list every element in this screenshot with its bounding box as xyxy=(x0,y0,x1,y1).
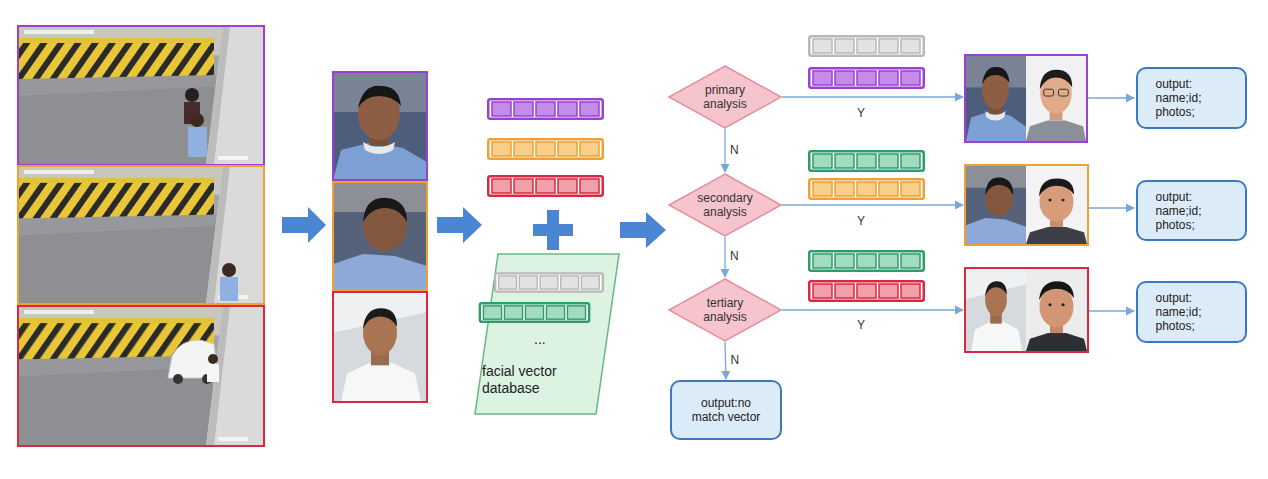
diamond-shape xyxy=(669,66,781,128)
decision-diamond: tertiary analysis xyxy=(668,278,782,342)
branch-label: N xyxy=(730,249,739,263)
database-label: ... xyxy=(534,331,574,348)
flow-arrow xyxy=(437,207,482,243)
output-text: output: name;id; photos; xyxy=(1156,291,1228,333)
flow-connector xyxy=(724,129,725,172)
branch-label: Y xyxy=(857,214,865,228)
diamond-shape xyxy=(669,174,781,236)
plus-bar xyxy=(533,224,573,236)
person-figure xyxy=(208,354,218,364)
face-crop xyxy=(333,182,427,290)
car-wheel xyxy=(173,374,183,384)
output-line xyxy=(1088,97,1134,98)
output-line xyxy=(1089,207,1134,208)
output-text: output: name;id; photos; xyxy=(1156,77,1228,119)
plus-bar xyxy=(547,210,559,250)
person-figure xyxy=(207,364,219,382)
output-text: output: name;id; photos; xyxy=(1156,190,1228,232)
face-crop xyxy=(966,56,1026,141)
feature-vector xyxy=(488,99,603,119)
feature-vector xyxy=(809,151,924,171)
face-crop xyxy=(333,72,427,180)
decision-label: secondary analysis xyxy=(693,191,757,219)
output-box: output: name;id; photos; xyxy=(1136,180,1247,241)
branch-label: N xyxy=(731,353,740,367)
crop-border xyxy=(333,292,427,402)
feature-vector xyxy=(495,273,603,291)
output-box: output: name;id; photos; xyxy=(1136,281,1247,343)
plus-symbol xyxy=(533,210,573,250)
camera-frame xyxy=(18,26,264,165)
match-line xyxy=(782,309,963,310)
parallelogram-shape xyxy=(475,254,619,414)
decision-diamond: secondary analysis xyxy=(668,173,782,237)
person-figure xyxy=(222,263,236,277)
camera-scene xyxy=(18,166,264,304)
frame-border xyxy=(18,26,264,165)
feature-vector xyxy=(809,281,924,301)
match-line xyxy=(782,204,963,205)
car-shape xyxy=(168,340,218,378)
feature-vector xyxy=(488,176,603,196)
pair-border xyxy=(965,55,1087,142)
feature-vector xyxy=(809,179,924,199)
decision-label: tertiary analysis xyxy=(693,296,757,324)
person-figure xyxy=(220,277,238,301)
person-figure xyxy=(185,88,199,102)
person-figure xyxy=(184,102,200,124)
person-figure xyxy=(188,127,207,157)
match-line xyxy=(782,96,963,97)
flow-arrow xyxy=(282,207,326,243)
feature-vector xyxy=(488,139,603,159)
camera-scene xyxy=(18,26,264,165)
database-label: facial vector database xyxy=(482,363,576,397)
flow-connector xyxy=(724,237,725,277)
crop-border xyxy=(333,182,427,290)
decision-label: primary analysis xyxy=(693,83,757,111)
camera-frame xyxy=(18,306,264,446)
flow-connector xyxy=(725,342,726,379)
frame-border xyxy=(18,166,264,304)
person-figure xyxy=(190,113,204,127)
pair-border xyxy=(965,165,1088,245)
feature-vector xyxy=(809,36,924,56)
crop-border xyxy=(333,72,427,180)
branch-label: Y xyxy=(857,106,865,120)
face-crop xyxy=(966,269,1026,351)
frame-border xyxy=(18,306,264,446)
id-photo xyxy=(1026,56,1086,141)
face-crop xyxy=(333,292,427,402)
feature-vector xyxy=(480,303,589,322)
branch-label: N xyxy=(730,143,739,157)
output-box: output:no match vector xyxy=(670,380,782,440)
id-photo xyxy=(1026,269,1087,351)
database-parallelogram: ... facial vector database xyxy=(474,253,620,415)
branch-label: Y xyxy=(857,318,865,332)
car-wheel xyxy=(202,374,212,384)
decision-diamond: primary analysis xyxy=(668,65,782,129)
id-photo xyxy=(1026,166,1087,244)
camera-scene xyxy=(18,306,264,446)
output-text: output:no match vector xyxy=(685,396,767,424)
output-line xyxy=(1089,310,1134,311)
pair-border xyxy=(965,268,1088,352)
feature-vector xyxy=(809,251,924,271)
face-crop xyxy=(966,166,1026,244)
diamond-shape xyxy=(669,279,781,341)
feature-vector xyxy=(809,68,924,88)
flow-arrow xyxy=(620,212,666,248)
output-box: output: name;id; photos; xyxy=(1136,67,1247,129)
camera-frame xyxy=(18,166,264,304)
